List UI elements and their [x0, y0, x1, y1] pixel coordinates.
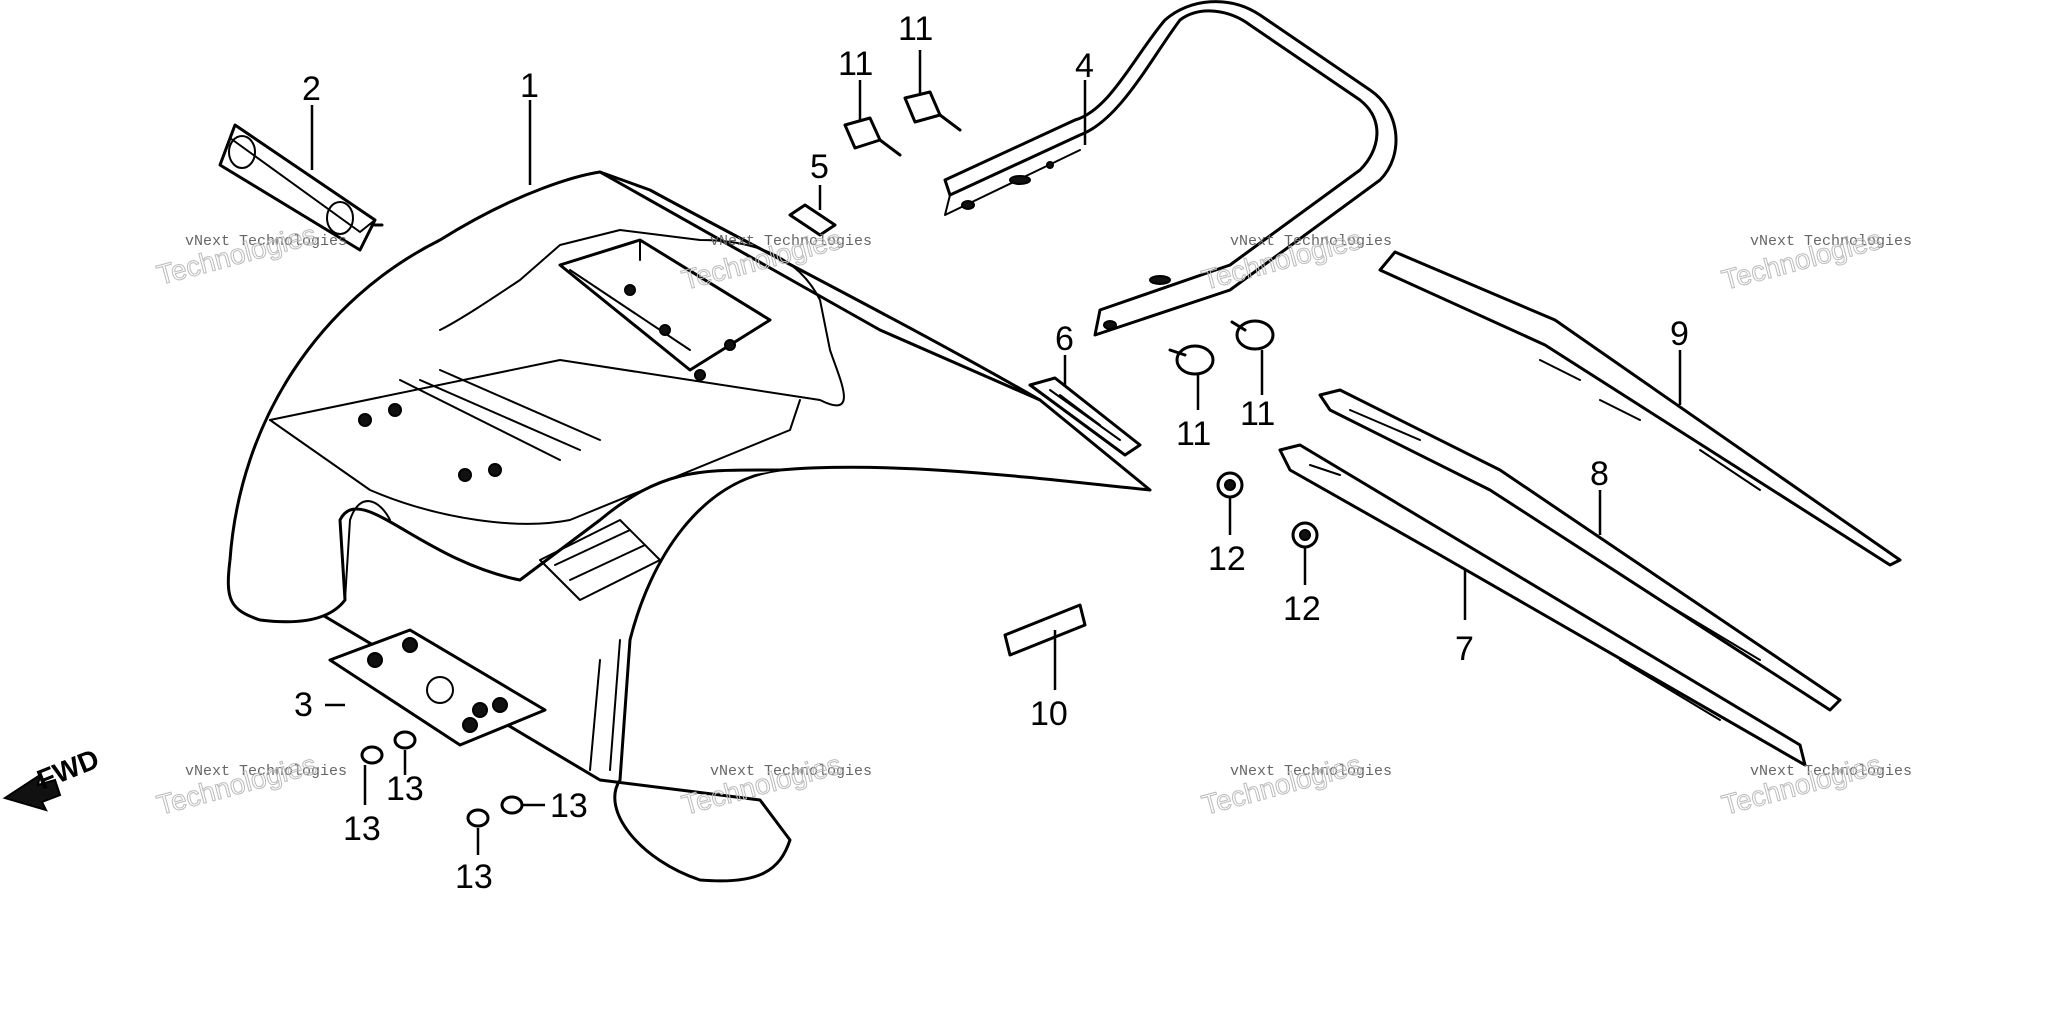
watermark-text: vNext Technologies — [1230, 233, 1392, 250]
callout-12-b: 12 — [1283, 590, 1321, 628]
callout-6: 6 — [1055, 320, 1074, 358]
fwd-label: FWD — [33, 743, 104, 796]
fwd-indicator: FWD — [2, 743, 104, 812]
watermark-text: vNext Technologies — [1750, 233, 1912, 250]
callout-2: 2 — [302, 70, 321, 108]
part-7-stripe — [1278, 443, 1807, 767]
part-4-grab-rail — [943, 0, 1398, 337]
part-9-stripe — [1378, 250, 1902, 567]
callout-11-d: 11 — [1240, 395, 1275, 433]
callout-12-a: 12 — [1208, 540, 1246, 578]
callout-13-c: 13 — [455, 858, 493, 896]
callout-13-b: 13 — [386, 770, 424, 808]
part-12-nuts — [1216, 471, 1319, 549]
bolt-icon — [1230, 319, 1275, 351]
callout-7: 7 — [1455, 630, 1474, 668]
bolt-icon — [903, 90, 962, 132]
watermark-text: vNext Technologies — [1750, 763, 1912, 780]
part-1-rear-fender — [226, 170, 1152, 883]
watermark-text: vNext Technologies — [185, 233, 347, 250]
part-5-clip — [788, 203, 837, 237]
part-11-bolts — [843, 90, 1275, 376]
part-10-label — [1003, 603, 1087, 657]
callout-11-a: 11 — [838, 45, 873, 83]
part-8-stripe — [1318, 388, 1842, 712]
callout-1: 1 — [520, 67, 539, 105]
leader-lines — [310, 50, 1682, 855]
fwd-arrow-icon — [2, 772, 62, 812]
watermark-text: vNext Technologies — [710, 233, 872, 250]
part-3-plate — [328, 628, 547, 747]
callout-5: 5 — [810, 148, 829, 186]
part-13-washers — [360, 730, 524, 828]
callout-4: 4 — [1075, 47, 1094, 85]
callout-3: 3 — [294, 686, 313, 724]
callout-11-b: 11 — [898, 10, 933, 48]
callout-8: 8 — [1590, 455, 1609, 493]
watermark-text: vNext Technologies — [185, 763, 347, 780]
bolt-icon — [1168, 344, 1215, 376]
watermark-big: Technologies — [154, 749, 320, 821]
watermark-text: vNext Technologies — [1230, 763, 1392, 780]
watermark-big: Technologies — [1199, 749, 1365, 821]
callout-11-c: 11 — [1176, 415, 1211, 453]
part-6-emblem — [1028, 376, 1142, 457]
callout-numbers: 1 2 3 4 5 6 7 8 9 10 11 11 11 11 12 12 1… — [294, 10, 1689, 896]
callout-13-d: 13 — [550, 787, 588, 825]
watermark-text: vNext Technologies — [710, 763, 872, 780]
callout-9: 9 — [1670, 315, 1689, 353]
watermark-big: Technologies — [154, 219, 320, 291]
bolt-icon — [843, 116, 902, 157]
callout-10: 10 — [1030, 695, 1068, 733]
part-2-reflector — [218, 123, 384, 252]
callout-13-a: 13 — [343, 810, 381, 848]
